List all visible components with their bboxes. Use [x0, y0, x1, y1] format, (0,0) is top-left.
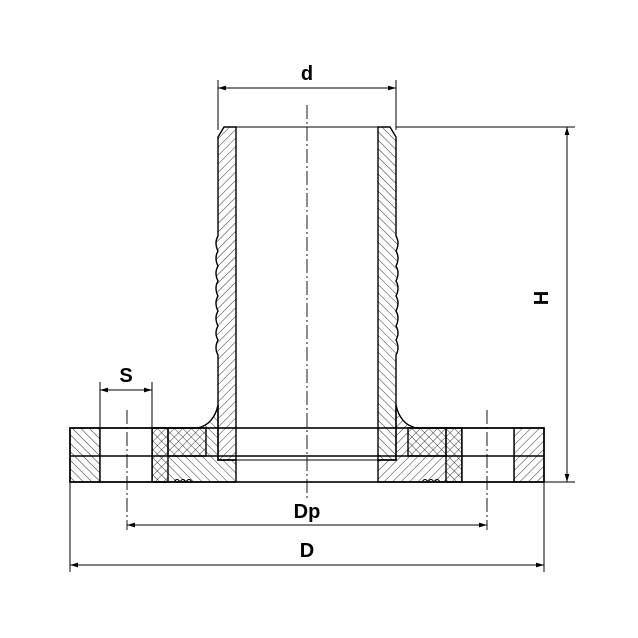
right-outer-ring — [513, 427, 545, 483]
right-inner-plate — [407, 427, 447, 457]
left-pipe-wall — [215, 126, 237, 461]
dim-d-label: d — [301, 63, 313, 85]
left-ring-mid — [151, 427, 169, 483]
left-outer-ring — [69, 427, 101, 483]
dim-s-label: S — [119, 365, 132, 387]
left-inner-plate — [167, 427, 207, 457]
dim-dp-label: Dp — [294, 501, 321, 523]
right-pipe-wall — [377, 126, 399, 461]
dim-D-label: D — [300, 540, 314, 562]
right-ring-mid — [445, 427, 463, 483]
left-bolt-hole — [99, 427, 153, 483]
right-bolt-hole — [461, 427, 515, 483]
dim-h-label: H — [531, 291, 553, 305]
